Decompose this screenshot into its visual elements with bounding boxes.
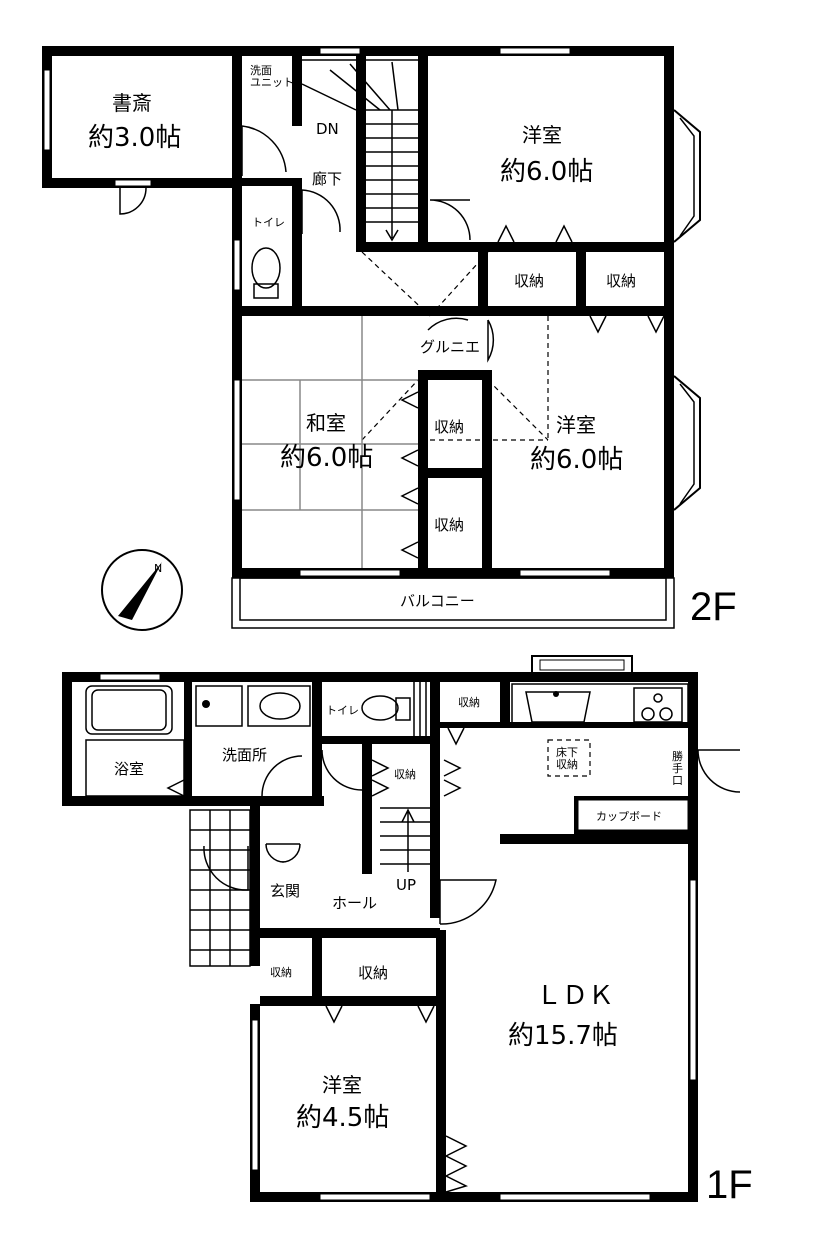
- room-hall-name: 廊下: [312, 170, 342, 188]
- room-entrance-name: 玄関: [270, 882, 300, 900]
- stairs-1f: [380, 807, 430, 872]
- room-storage-b-name: 収納: [358, 964, 388, 982]
- room-japanese-size: 約6.0帖: [280, 443, 373, 473]
- room-grunie-name: グルニエ: [420, 338, 480, 356]
- stove-icon: [633, 687, 683, 723]
- room-bath-name: 浴室: [114, 760, 144, 778]
- room-japanese-name: 和室: [306, 411, 346, 435]
- room-western-1f-name: 洋室: [322, 1073, 362, 1097]
- room-west-se-size: 約6.0帖: [530, 445, 623, 475]
- room-ldk-size: 約15.7帖: [508, 1021, 618, 1051]
- entrance-tiles: [189, 809, 251, 967]
- floor-label-1f: 1F: [706, 1163, 753, 1207]
- room-hall-main-name: ホール: [332, 894, 377, 912]
- room-washunit-name: 洗面ユニット: [250, 64, 294, 89]
- floor-1f: [62, 655, 741, 1202]
- stairs-2f: [301, 59, 418, 242]
- room-ldk-name: ＬＤＫ: [536, 981, 614, 1011]
- room-storage3-name: 収納: [434, 418, 464, 436]
- room-storage-top-name: 収納: [458, 696, 480, 709]
- room-study-size: 約3.0帖: [88, 123, 181, 153]
- room-storage1-name: 収納: [514, 272, 544, 290]
- room-washroom-name: 洗面所: [222, 746, 267, 764]
- room-underfloor-name: 床下収納: [556, 745, 578, 771]
- room-storage4-name: 収納: [434, 516, 464, 534]
- toilet-fixture-2f-icon: [251, 247, 281, 299]
- room-up-label: UP: [396, 876, 416, 894]
- kitchen-sink-icon: [511, 683, 689, 725]
- toilet-fixture-1f-icon: [361, 682, 427, 736]
- room-west-ne-name: 洋室: [522, 123, 562, 147]
- washbasin-icon: [195, 685, 311, 727]
- room-storage2-name: 収納: [606, 272, 636, 290]
- room-toilet-1f-name: トイレ: [326, 704, 359, 717]
- floor-label-2f: 2F: [690, 585, 737, 629]
- room-down-label: DN: [316, 120, 339, 138]
- room-backdoor-name: 勝手口: [672, 749, 683, 787]
- north-arrow-icon: N: [101, 549, 183, 631]
- bathtub-icon: [85, 685, 185, 797]
- room-storage-a-name: 収納: [270, 966, 292, 979]
- floor-2f: N: [42, 46, 701, 631]
- room-western-1f-size: 約4.5帖: [296, 1103, 389, 1133]
- room-west-ne-size: 約6.0帖: [500, 157, 593, 187]
- room-cupboard-name: カップボード: [596, 810, 662, 823]
- room-balcony-name: バルコニー: [400, 592, 475, 610]
- room-study-name: 書斎: [112, 91, 152, 115]
- room-toilet-2f-name: トイレ: [252, 216, 285, 229]
- room-storage-hall-name: 収納: [394, 768, 416, 781]
- compass-label: N: [154, 562, 162, 575]
- room-west-se-name: 洋室: [556, 413, 596, 437]
